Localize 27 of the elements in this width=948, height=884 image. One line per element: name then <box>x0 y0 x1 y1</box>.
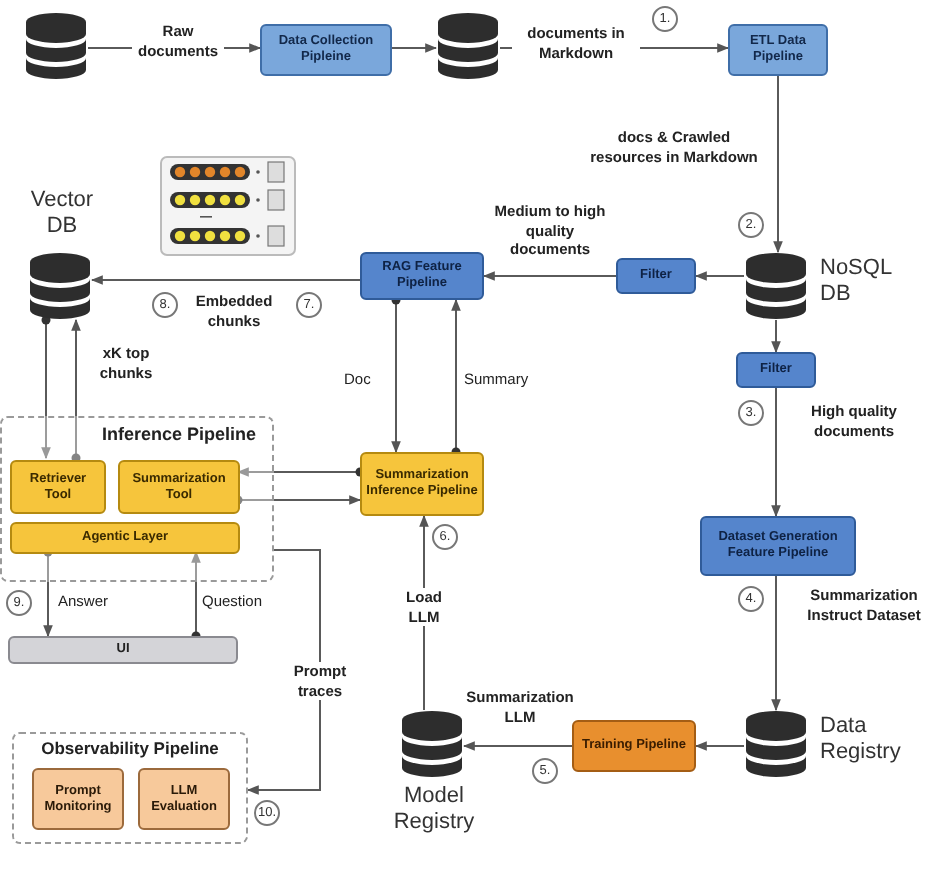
database-label: Vector DB <box>28 188 96 240</box>
arrow <box>771 319 781 354</box>
database-label: NoSQL DB <box>820 256 894 308</box>
arrow <box>773 75 783 254</box>
group-panel <box>0 416 274 582</box>
arrow <box>71 318 81 463</box>
arrow <box>482 271 617 281</box>
arrow <box>191 550 201 641</box>
arrow <box>771 387 781 518</box>
database-label: Data Registry <box>820 714 903 766</box>
arrow <box>41 315 51 460</box>
group-title: Observability Pipeline <box>39 740 221 757</box>
arrow <box>391 43 438 53</box>
arrow <box>771 575 781 712</box>
arrow <box>694 741 745 751</box>
arrow <box>462 741 573 751</box>
database-cylinder <box>24 12 88 80</box>
arrow <box>451 298 461 457</box>
group-panel <box>12 732 248 844</box>
database-label: Model Registry <box>391 784 477 836</box>
group-title: Inference Pipeline <box>99 426 259 444</box>
database-cylinder <box>436 12 500 80</box>
arrow <box>90 275 361 285</box>
arrow <box>694 271 745 281</box>
arrow <box>246 549 321 795</box>
arrow <box>391 295 401 454</box>
arrow <box>236 467 365 477</box>
